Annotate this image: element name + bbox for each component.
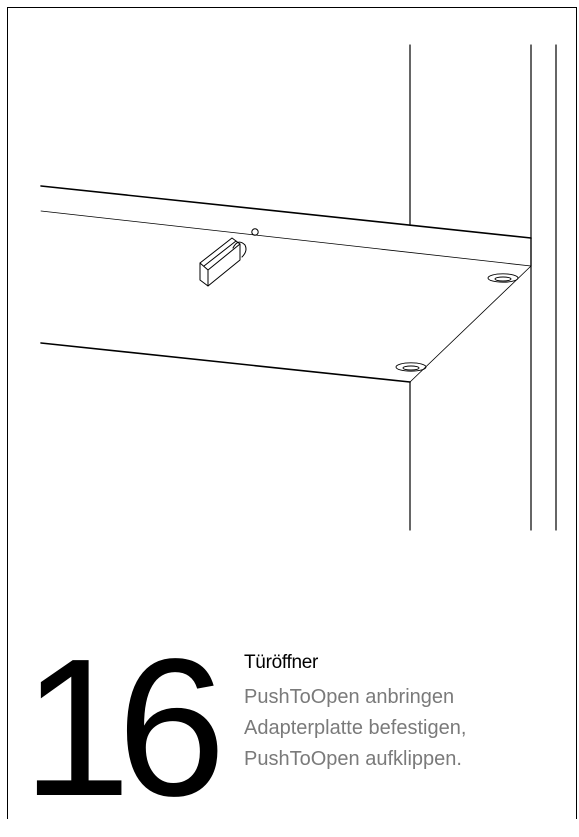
cabinet-top-edge: [40, 185, 532, 239]
push-to-open-part: [199, 228, 259, 287]
step-title: Türöffner: [244, 652, 319, 673]
assembly-illustration: [40, 44, 557, 531]
step-instructions: Türöffner PushToOpen anbringen Adapterpl…: [244, 652, 574, 775]
screw-point-front: [395, 362, 427, 372]
plate-back-edge: [40, 210, 532, 267]
instruction-line-3: PushToOpen aufklippen.: [244, 748, 462, 770]
screw-point-back: [487, 273, 519, 283]
instruction-line-1: PushToOpen anbringen: [244, 686, 455, 708]
step-number: 16: [22, 618, 226, 837]
instruction-line-2: Adapterplatte befestigen,: [244, 717, 467, 739]
page-frame: [7, 7, 577, 819]
shelf-front-edge: [40, 342, 411, 383]
plate-right-edge: [409, 265, 532, 383]
